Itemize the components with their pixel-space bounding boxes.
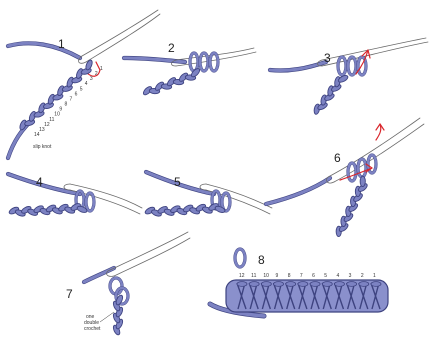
stitch-top <box>322 282 332 287</box>
chain-number: 4 <box>336 273 339 279</box>
step-1-number: 1 <box>58 37 65 51</box>
step-3-number: 3 <box>324 51 331 65</box>
step-4-number: 4 <box>36 175 43 189</box>
chain-number: 1 <box>373 273 376 279</box>
chain-number: 10 <box>263 273 269 279</box>
chain-number: 13 <box>39 127 45 133</box>
stitch-top <box>249 282 259 287</box>
chain-number: 6 <box>312 273 315 279</box>
step-2-illustration <box>124 48 256 71</box>
chain-number: 12 <box>239 273 245 279</box>
chain-number: 3 <box>90 76 93 82</box>
stitch-top <box>237 282 247 287</box>
stitch-top <box>310 282 320 287</box>
step-6-illustration <box>266 118 424 204</box>
one-double-crochet-label-line-3: crochet <box>84 326 101 332</box>
chain-number: 7 <box>300 273 303 279</box>
stitch-top <box>261 282 271 287</box>
one-double-crochet-pointer <box>100 312 114 322</box>
chain-number: 11 <box>251 273 256 279</box>
chain-number: 4 <box>85 81 88 87</box>
step-7-number: 7 <box>66 287 73 301</box>
chain-number: 2 <box>361 273 364 279</box>
step-7-illustration <box>84 232 190 304</box>
chain-link <box>85 59 94 71</box>
chain-link <box>360 176 365 186</box>
chain-number: 10 <box>54 112 60 118</box>
chain-number: 8 <box>288 273 291 279</box>
chain-number: 3 <box>349 273 352 279</box>
step-8-chain-numbers: 12 11 10 9 8 7 6 5 4 3 2 1 <box>239 273 376 279</box>
chain-number: 1 <box>100 66 103 72</box>
step-7-chain <box>112 294 124 336</box>
step-6-chain <box>336 176 368 236</box>
step-1-chain <box>19 59 94 131</box>
step-8-number: 8 <box>258 253 265 267</box>
step-4-chain <box>8 202 88 217</box>
stitch-top <box>347 282 357 287</box>
stitch-top <box>286 282 296 287</box>
chain-number: 14 <box>34 132 40 138</box>
step-6-number: 6 <box>334 151 341 165</box>
chain-number: 8 <box>64 102 67 108</box>
chain-number: 12 <box>44 122 50 128</box>
chain-number: 5 <box>80 86 83 92</box>
chain-number: 2 <box>95 71 98 77</box>
step-5-number: 5 <box>174 175 181 189</box>
step-3-chain <box>313 74 349 115</box>
chain-number: 7 <box>70 96 73 102</box>
slip-knot-label: slip knot <box>33 144 52 150</box>
step-2-number: 2 <box>168 41 175 55</box>
stitch-top <box>334 282 344 287</box>
stitch-top <box>274 282 284 287</box>
chain-number: 5 <box>324 273 327 279</box>
step-5-chain <box>144 202 226 217</box>
stitch-top <box>298 282 308 287</box>
chain-number: 9 <box>276 273 279 279</box>
stitch-top <box>371 282 381 287</box>
chain-link <box>337 74 349 83</box>
step-3-illustration <box>270 38 428 75</box>
chain-number: 6 <box>75 91 78 97</box>
chain-number: 11 <box>49 117 54 123</box>
stitch-top <box>359 282 369 287</box>
